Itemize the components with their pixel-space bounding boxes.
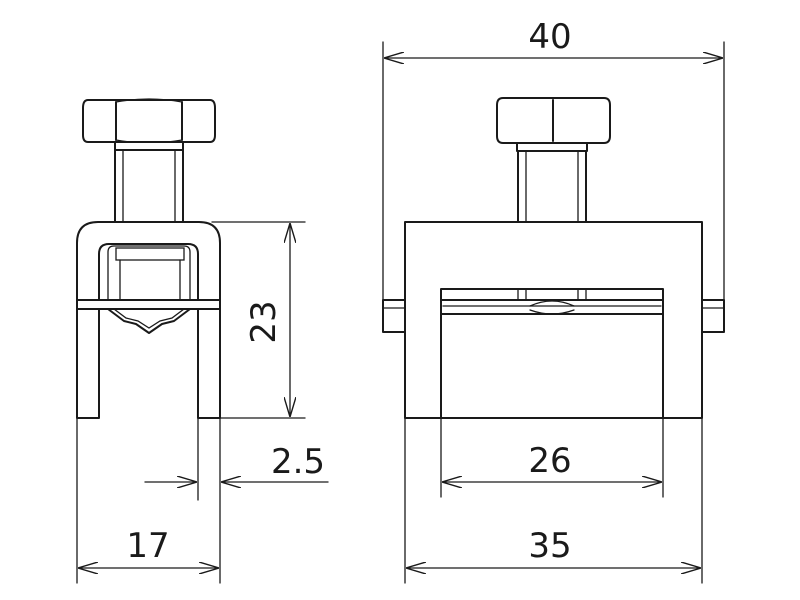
side-bolt-head (82, 98, 216, 144)
dimension-35: 35 (404, 417, 703, 584)
front-inner-window (440, 288, 664, 419)
dimension-23: 23 (211, 221, 306, 419)
dimension-2-5: 2.5 (144, 417, 329, 584)
dimension-label-35: 35 (528, 526, 571, 566)
dimension-label-26: 26 (528, 441, 571, 481)
dimension-label-2-5: 2.5 (271, 442, 325, 482)
side-bolt-shank (114, 141, 184, 223)
dimension-label-23: 23 (244, 300, 284, 343)
side-saddle (107, 245, 191, 301)
front-view (382, 97, 725, 419)
front-right-pin (701, 299, 725, 333)
dimension-label-40: 40 (528, 17, 571, 57)
front-bolt-shank (516, 142, 588, 223)
front-clamp-body (404, 221, 703, 419)
dimension-40: 40 (382, 17, 725, 301)
front-bolt-head (496, 97, 611, 144)
side-clamp-plate (76, 299, 221, 334)
dimension-26: 26 (440, 417, 664, 498)
dimension-label-17: 17 (126, 526, 169, 566)
dimension-17: 17 (76, 417, 218, 584)
front-shaft-window (517, 288, 587, 301)
front-left-pin (382, 299, 406, 333)
side-view (76, 98, 221, 419)
side-clamp-body (76, 221, 221, 419)
front-clamp-plate (440, 299, 664, 315)
